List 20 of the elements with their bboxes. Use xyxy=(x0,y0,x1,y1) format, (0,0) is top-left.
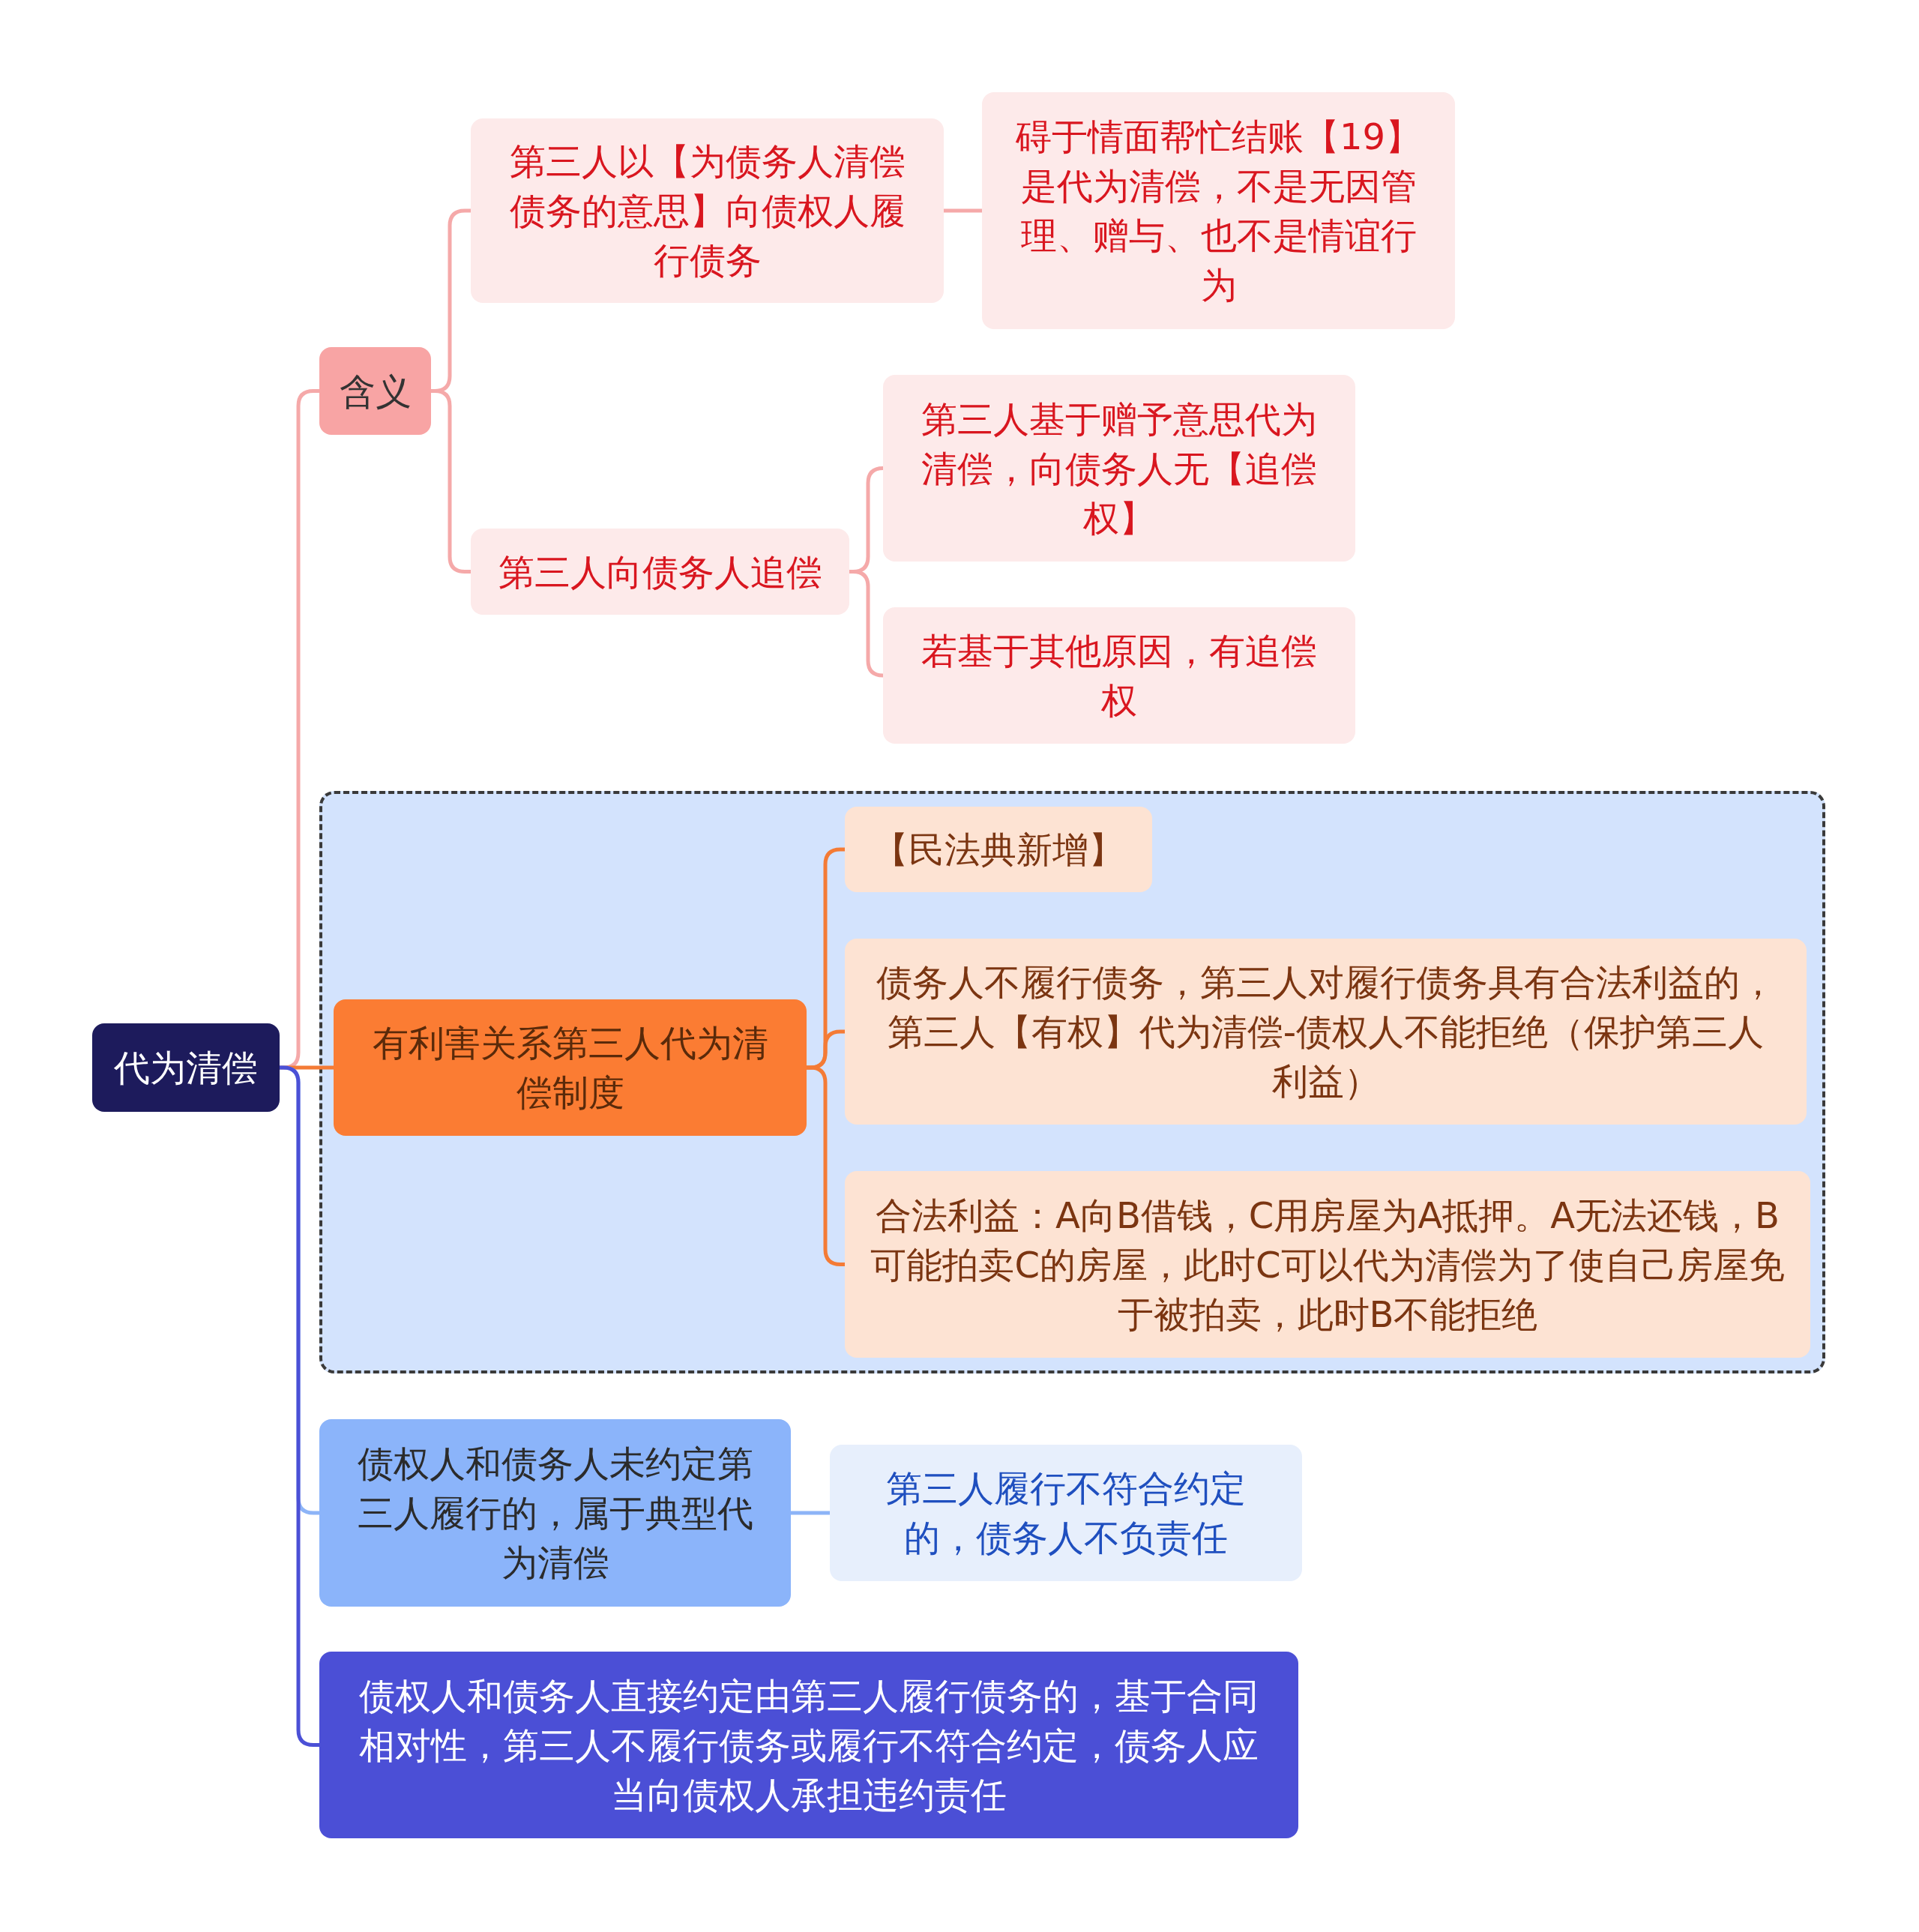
branch-line xyxy=(431,389,471,574)
topic-box: 第三人以【为债务人清偿债务的意思】向债权人履行债务 xyxy=(471,118,944,303)
topic-box: 含义 xyxy=(319,347,431,435)
topic-box: 第三人向债务人追偿 xyxy=(471,529,849,615)
root-topic-box: 代为清偿 xyxy=(92,1023,280,1112)
topic-box: 若基于其他原因，有追偿权 xyxy=(883,607,1355,744)
branch-line xyxy=(791,1511,830,1515)
topic-box: 【民法典新增】 xyxy=(845,807,1152,892)
dashed-frame xyxy=(319,791,1825,1373)
topic-box: 债务人不履行债务，第三人对履行债务具有合法利益的，第三人【有权】代为清偿-债权人不能拒绝（保护第三人利益） xyxy=(845,939,1807,1125)
topic-box: 债权人和债务人未约定第三人履行的，属于典型代为清偿 xyxy=(319,1419,791,1607)
topic-box: 有利害关系第三人代为清偿制度 xyxy=(334,999,807,1136)
topic-box: 合法利益：A向B借钱，C用房屋为A抵押。A无法还钱，B可能拍卖C的房屋，此时C可以代为清偿为了使自己房屋免于被拍卖，此时B不能拒绝 xyxy=(845,1171,1810,1358)
branch-line xyxy=(944,208,982,213)
topic-box: 碍于情面帮忙结账【19】是代为清偿，不是无因管理、赠与、也不是情谊行为 xyxy=(982,92,1455,329)
branch-line xyxy=(849,570,885,678)
topic-box: 第三人基于赠予意思代为清偿，向债务人无【追偿权】 xyxy=(883,375,1355,562)
topic-box: 第三人履行不符合约定的，债务人不负责任 xyxy=(830,1445,1302,1581)
topic-box: 债权人和债务人直接约定由第三人履行债务的，基于合同相对性，第三人不履行债务或履行不符合约定，债务人应当向债权人承担违约责任 xyxy=(319,1652,1298,1838)
branch-line xyxy=(807,1065,845,1266)
